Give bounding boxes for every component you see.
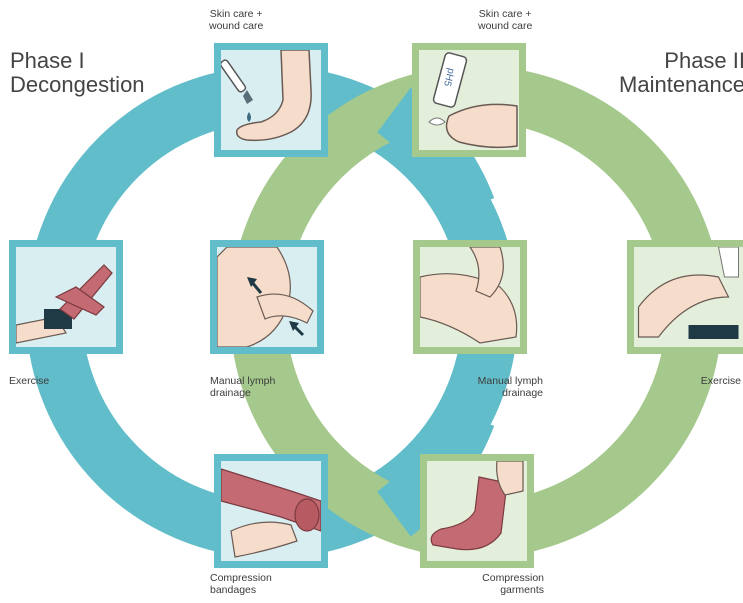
tile-skin-care-phase1 — [214, 43, 328, 157]
leg-raise-icon — [639, 247, 739, 339]
brush-icon — [221, 59, 253, 122]
tile-exercise-phase1 — [9, 240, 123, 354]
caption-line: Skin care + — [209, 8, 263, 20]
phase2-title-line1: Phase II — [619, 49, 743, 73]
tile-compression-garments — [420, 454, 534, 568]
tile-mld-phase1 — [210, 240, 324, 354]
tile-skin-care-phase2: pH5 — [412, 43, 526, 157]
phase1-title-line2: Decongestion — [10, 73, 145, 97]
caption-line: wound care — [209, 20, 263, 32]
caption-line: Compression — [210, 572, 272, 584]
phase2-title: Phase II Maintenance — [619, 49, 743, 97]
sock-icon — [431, 477, 507, 550]
mld-illustration — [420, 247, 520, 347]
mld-illustration — [217, 247, 317, 347]
hands-icon — [420, 247, 517, 343]
caption-skin-care-left: Skin care + wound care — [209, 8, 263, 32]
hands-icon — [231, 522, 297, 557]
caption-compression-garments: Compression garments — [482, 572, 544, 596]
caption-line: bandages — [210, 584, 272, 596]
caption-line: garments — [482, 584, 544, 596]
exercise-illustration — [16, 247, 116, 347]
hands-icon — [429, 104, 517, 147]
leg-raise-icon — [16, 265, 112, 343]
caption-line: drainage — [478, 387, 543, 399]
caption-line: Manual lymph — [478, 375, 543, 387]
caption-skin-care-right: Skin care + wound care — [478, 8, 532, 32]
caption-mld-right: Manual lymph drainage — [478, 375, 543, 399]
tile-compression-bandages — [214, 454, 328, 568]
phase1-title: Phase I Decongestion — [10, 49, 145, 97]
caption-line: drainage — [210, 387, 275, 399]
caption-line: Manual lymph — [210, 375, 275, 387]
caption-compression-bandages: Compression bandages — [210, 572, 272, 596]
caption-line: wound care — [478, 20, 532, 32]
tile-exercise-phase2 — [627, 240, 743, 354]
caption-line: Skin care + — [478, 8, 532, 20]
cream-illustration: pH5 — [419, 50, 519, 150]
caption-exercise-left: Exercise — [9, 375, 49, 387]
foot-illustration — [221, 50, 321, 150]
phase2-title-line2: Maintenance — [619, 73, 743, 97]
exercise-illustration — [634, 247, 743, 347]
tile-mld-phase2 — [413, 240, 527, 354]
garment-illustration — [427, 461, 527, 561]
bandage-illustration — [221, 461, 321, 561]
caption-exercise-right: Exercise — [701, 375, 741, 387]
caption-line: Compression — [482, 572, 544, 584]
phase1-title-line1: Phase I — [10, 49, 145, 73]
cream-tube-icon: pH5 — [433, 52, 468, 108]
caption-mld-left: Manual lymph drainage — [210, 375, 275, 399]
